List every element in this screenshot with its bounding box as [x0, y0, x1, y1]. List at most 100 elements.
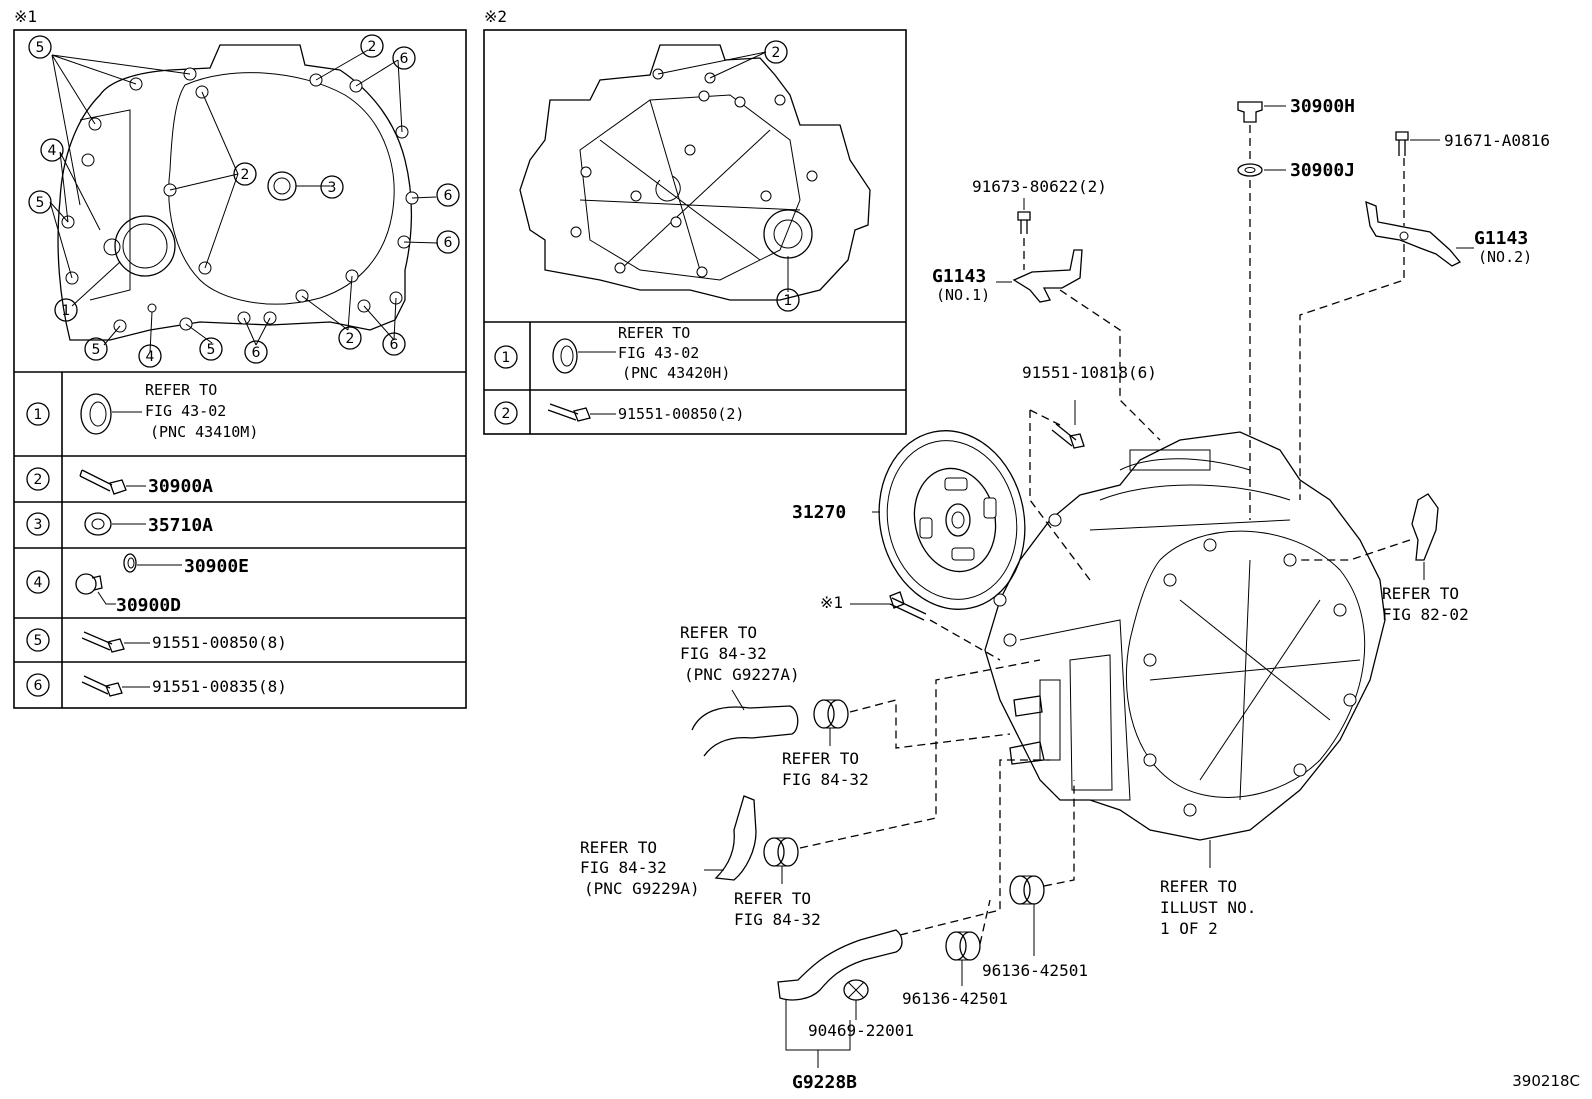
- transmission-case-rear-view: [519, 44, 871, 301]
- svg-text:30900E: 30900E: [184, 556, 249, 577]
- svg-text:FIG 43-02: FIG 43-02: [618, 344, 699, 362]
- ref-84-32-a-line2: FIG 84-32: [782, 770, 869, 789]
- case-bolt-icon: [889, 591, 927, 621]
- svg-text:35710A: 35710A: [148, 515, 213, 536]
- ref-g9227a-line1: REFER TO: [680, 623, 757, 642]
- part-90469-label: 90469-22001: [808, 1021, 914, 1040]
- part-31270-label: 31270: [792, 502, 846, 523]
- callout-4: 4: [40, 138, 64, 162]
- g1143-no1-label: G1143: [932, 266, 986, 287]
- seal-icon: [84, 512, 112, 536]
- callout-5: 5: [28, 35, 52, 59]
- washer-icon: [123, 553, 137, 573]
- svg-text:(PNC 43420H): (PNC 43420H): [622, 364, 730, 382]
- ref-84-32-a-line1: REFER TO: [782, 749, 859, 768]
- svg-text:6: 6: [400, 51, 409, 67]
- hose-clamp-icon: [763, 837, 799, 867]
- hose-clamp-icon: [945, 931, 981, 961]
- g1143-no2-label: G1143: [1474, 228, 1528, 249]
- detail-box-1: [13, 29, 467, 709]
- hose-clip-icon: [843, 979, 869, 1001]
- part-96136-a-label: 96136-42501: [902, 989, 1008, 1008]
- svg-text:4: 4: [48, 143, 57, 159]
- ref-illust-line2: ILLUST NO.: [1160, 898, 1256, 917]
- box1-row-5: 5 91551-00850(8): [26, 628, 287, 653]
- svg-text:6: 6: [390, 337, 399, 353]
- mark-1-label: ※1: [14, 7, 37, 26]
- svg-text:91551-00835(8): 91551-00835(8): [152, 677, 287, 696]
- hose-g9228b-icon: [777, 929, 903, 1001]
- callout-5: 5: [28, 190, 52, 214]
- callout-2: 2: [233, 162, 257, 186]
- ref-illust-line1: REFER TO: [1160, 877, 1237, 896]
- ref-g9227a-line2: FIG 84-32: [680, 644, 767, 663]
- box2-row-2: 2 91551-00850(2): [494, 401, 744, 425]
- ref-84-32-b-line1: REFER TO: [734, 889, 811, 908]
- mark-2-label: ※2: [484, 7, 507, 26]
- gasket-icon: [1237, 163, 1263, 177]
- callout-5: 5: [199, 337, 223, 361]
- callout-5: 5: [84, 337, 108, 361]
- bracket-no2-icon: [1365, 200, 1462, 267]
- svg-text:6: 6: [252, 345, 261, 361]
- ref-g9229a-line2: FIG 84-32: [580, 858, 667, 877]
- box1-row-2: 2 30900A: [26, 467, 213, 497]
- svg-text:5: 5: [36, 195, 45, 211]
- box1-row-4: 4 30900E 30900D: [26, 553, 249, 616]
- bolt-icon: [547, 403, 591, 422]
- svg-text:2: 2: [368, 39, 377, 55]
- ref-illust-line3: 1 OF 2: [1160, 919, 1218, 938]
- svg-text:FIG 43-02: FIG 43-02: [145, 402, 226, 420]
- svg-text:5: 5: [207, 342, 216, 358]
- svg-text:5: 5: [34, 633, 43, 649]
- box1-callouts: 5 2 6 4 2 3 5 6 6 1 2 6 5 4 5 6: [28, 34, 460, 368]
- svg-text:5: 5: [92, 342, 101, 358]
- svg-text:REFER TO: REFER TO: [618, 324, 690, 342]
- svg-text:30900D: 30900D: [116, 595, 181, 616]
- svg-text:2: 2: [772, 45, 781, 61]
- figure-code: 390218C: [1512, 1072, 1580, 1090]
- box2-callouts: 2 1: [764, 40, 800, 312]
- box1-row-6: 6 91551-00835(8): [26, 673, 287, 697]
- box2-row-1: 1 REFER TO FIG 43-02 (PNC 43420H): [494, 324, 730, 382]
- svg-text:(PNC 43410M): (PNC 43410M): [150, 423, 258, 441]
- svg-text:2: 2: [34, 472, 43, 488]
- callout-2: 2: [764, 40, 788, 64]
- ref-g9229a-line3: (PNC G9229A): [584, 879, 700, 898]
- callout-1: 1: [776, 288, 800, 312]
- detail-box-2: [483, 29, 907, 435]
- svg-text:3: 3: [328, 180, 337, 196]
- callout-6: 6: [244, 340, 268, 364]
- sensor-bracket-icon: [1411, 493, 1439, 561]
- callout-6: 6: [436, 183, 460, 207]
- transmission-case-front-view: [49, 44, 439, 353]
- part-96136-b-label: 96136-42501: [982, 961, 1088, 980]
- hose-g9229a-icon: [714, 795, 757, 881]
- part-91671-label: 91671-A0816: [1444, 131, 1550, 150]
- clutch-disc-31270: [878, 430, 1026, 610]
- svg-text:91551-00850(2): 91551-00850(2): [618, 405, 744, 423]
- plug-icon: [75, 573, 103, 595]
- mark-1-bolt-label: ※1: [820, 593, 843, 612]
- ref-84-32-b-line2: FIG 84-32: [734, 910, 821, 929]
- callout-4: 4: [138, 344, 162, 368]
- callout-6: 6: [436, 230, 460, 254]
- ref-g9227a-line3: (PNC G9227A): [684, 665, 800, 684]
- g1143-no2-sub: (NO.2): [1478, 248, 1532, 266]
- hose-clamp-icon: [1009, 875, 1045, 905]
- bolt-91671-icon: [1395, 131, 1409, 156]
- svg-text:2: 2: [502, 406, 511, 422]
- svg-text:30900A: 30900A: [148, 476, 213, 497]
- svg-text:4: 4: [34, 575, 43, 591]
- oil-seal-icon: [552, 338, 578, 374]
- hose-g9227a-icon: [691, 705, 799, 757]
- hose-clamp-icon: [813, 699, 849, 729]
- part-30900J-label: 30900J: [1290, 160, 1355, 181]
- svg-text:4: 4: [146, 349, 155, 365]
- part-30900H-label: 30900H: [1290, 96, 1355, 117]
- ref-fig-82-02-line2: FIG 82-02: [1382, 605, 1469, 624]
- box1-row-3: 3 35710A: [26, 512, 213, 536]
- callout-1: 1: [54, 298, 78, 322]
- oil-seal-icon: [80, 393, 112, 435]
